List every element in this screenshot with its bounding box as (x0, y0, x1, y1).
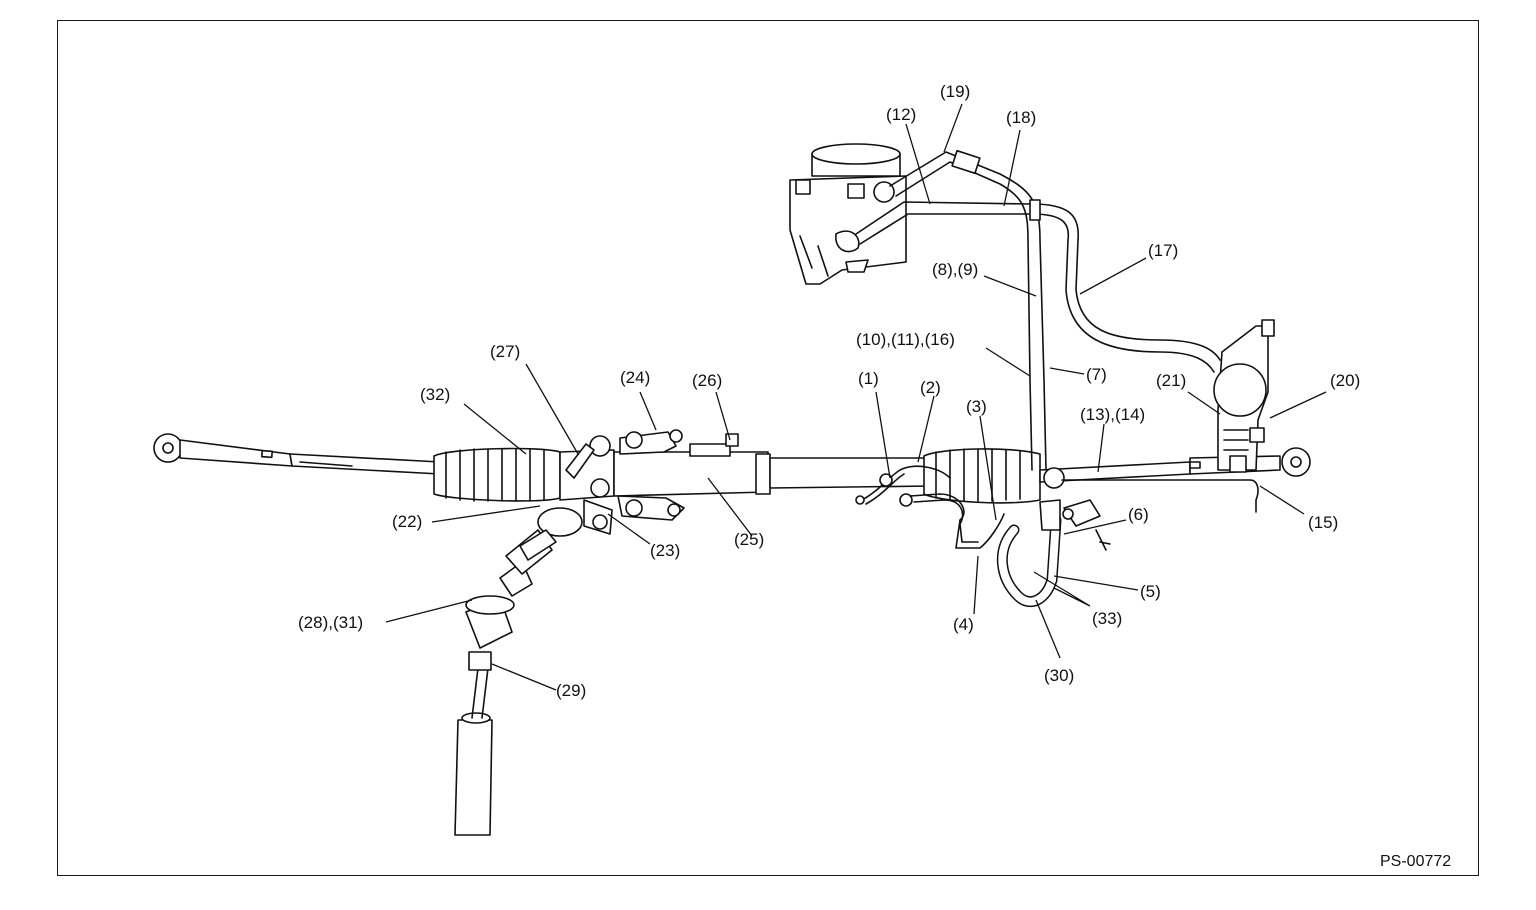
label-3: (3) (966, 397, 987, 416)
left-boot (433, 447, 561, 502)
label-13-14: (13),(14) (1080, 405, 1145, 424)
label-18: (18) (1006, 108, 1036, 127)
label-19: (19) (940, 82, 970, 101)
label-5: (5) (1140, 582, 1161, 601)
label-1: (1) (858, 369, 879, 388)
label-21: (21) (1156, 371, 1186, 390)
pump-hoses (855, 149, 1221, 471)
label-10-11-16: (10),(11),(16) (856, 330, 955, 349)
right-tie-rod (1039, 447, 1311, 483)
gearbox-pipes (855, 465, 1259, 607)
callouts: (1) (2) (3) (4) (5) (6) (7) (8),(9) (10)… (298, 82, 1451, 870)
label-2: (2) (920, 378, 941, 397)
leader-lines (385, 103, 1327, 691)
right-boot (923, 448, 1041, 504)
label-24: (24) (620, 368, 650, 387)
label-28-31: (28),(31) (298, 613, 363, 632)
label-12: (12) (886, 105, 916, 124)
label-7: (7) (1086, 365, 1107, 384)
figure-code: PS-00772 (1380, 853, 1451, 870)
diagram-frame (57, 20, 1479, 876)
gearbox (519, 429, 931, 561)
label-33: (33) (1092, 609, 1122, 628)
label-23: (23) (650, 541, 680, 560)
label-17: (17) (1148, 241, 1178, 260)
label-8-9: (8),(9) (932, 260, 978, 279)
label-32: (32) (420, 385, 450, 404)
label-29: (29) (556, 681, 586, 700)
label-15: (15) (1308, 513, 1338, 532)
label-26: (26) (692, 371, 722, 390)
reservoir (1213, 319, 1275, 473)
power-steering-pump (789, 143, 907, 285)
label-22: (22) (392, 512, 422, 531)
label-25: (25) (734, 530, 764, 549)
label-30: (30) (1044, 666, 1074, 685)
left-tie-rod (153, 433, 441, 475)
label-20: (20) (1330, 371, 1360, 390)
label-6: (6) (1128, 505, 1149, 524)
label-27: (27) (490, 342, 520, 361)
label-4: (4) (953, 615, 974, 634)
